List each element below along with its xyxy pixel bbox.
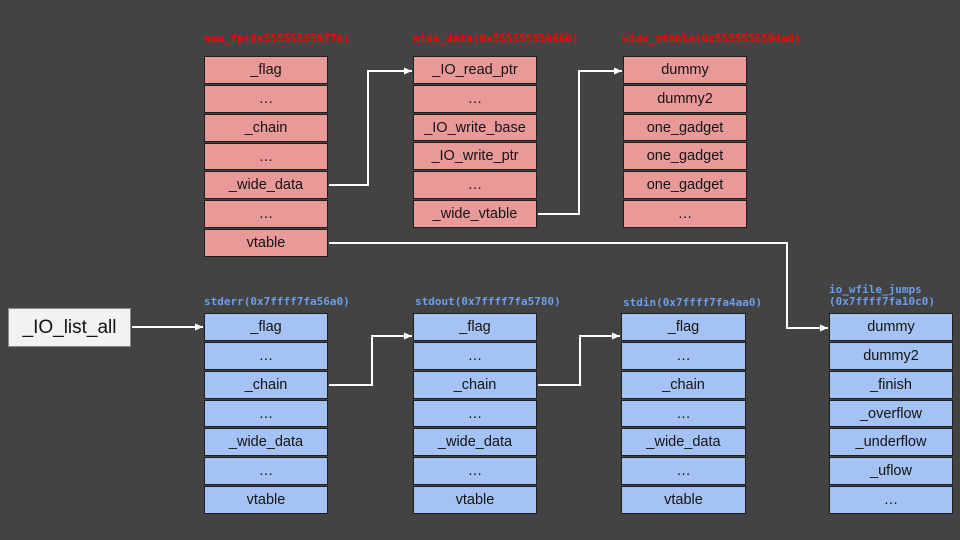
table-cell: _chain <box>413 370 537 399</box>
table-cell: _flag <box>204 56 328 84</box>
io-list-all-label: _IO_list_all <box>22 316 117 338</box>
table-cell: … <box>413 457 537 486</box>
table-wide-data: _IO_read_ptr … _IO_write_base _IO_write_… <box>413 56 537 228</box>
table-cell: dummy <box>829 313 953 341</box>
table-cell: dummy2 <box>623 84 747 113</box>
table-cell: _flag <box>204 313 328 341</box>
table-cell: … <box>621 341 746 370</box>
table-title-stdout: stdout(0x7ffff7fa5780) <box>415 295 561 308</box>
table-stderr: _flag … _chain … _wide_data … vtable <box>204 313 328 515</box>
arrow-stderr-chain-to-stdout-flag <box>329 332 412 386</box>
table-cell: _underflow <box>829 428 953 457</box>
table-cell: _IO_read_ptr <box>413 56 537 84</box>
table-title-io-wfile-jumps-line2: (0x7ffff7fa10c0) <box>829 295 935 308</box>
table-cell: dummy2 <box>829 341 953 370</box>
table-cell: … <box>204 84 328 113</box>
table-cell: _chain <box>204 370 328 399</box>
table-cell: … <box>204 457 328 486</box>
table-stdin: _flag … _chain … _wide_data … vtable <box>621 313 746 515</box>
table-stdout: _flag … _chain … _wide_data … vtable <box>413 313 537 515</box>
io-list-all-box: _IO_list_all <box>8 308 131 347</box>
arrow-new-fp-vtable-to-io-wfile-jumps <box>329 242 828 332</box>
table-cell: _wide_data <box>204 428 328 457</box>
table-title-wide-vtable: wide_vtable(0x5555555594a0) <box>622 32 801 45</box>
table-title-wide-data: wide_data(0x555555559660) <box>413 32 579 45</box>
arrow-stdout-chain-to-stdin-flag <box>538 332 620 386</box>
table-title-new-fp: new_fp(0x555555559770) <box>204 32 350 45</box>
table-cell: _uflow <box>829 457 953 486</box>
table-cell: _wide_data <box>621 428 746 457</box>
table-cell: vtable <box>621 486 746 515</box>
table-cell: … <box>621 399 746 428</box>
table-cell: … <box>413 399 537 428</box>
table-cell: one_gadget <box>623 113 747 142</box>
table-cell: _chain <box>204 113 328 142</box>
table-title-stderr: stderr(0x7ffff7fa56a0) <box>204 295 350 308</box>
table-cell: dummy <box>623 56 747 84</box>
table-cell: … <box>413 171 537 200</box>
table-cell: _IO_write_ptr <box>413 142 537 171</box>
table-cell: … <box>829 486 953 515</box>
table-cell: vtable <box>204 229 328 258</box>
table-cell: _chain <box>621 370 746 399</box>
table-cell: _flag <box>621 313 746 341</box>
arrow-wide-data-wide-vtable-to-wide-vtable <box>538 67 622 215</box>
arrow-new-fp-wide-data-to-wide-data <box>329 67 412 186</box>
table-wide-vtable: dummy dummy2 one_gadget one_gadget one_g… <box>623 56 747 228</box>
table-cell: _finish <box>829 370 953 399</box>
table-cell: … <box>204 399 328 428</box>
table-cell: vtable <box>204 486 328 515</box>
table-title-io-wfile-jumps: io_wfile_jumps (0x7ffff7fa10c0) <box>829 284 935 308</box>
table-title-io-wfile-jumps-line1: io_wfile_jumps <box>829 283 922 296</box>
table-cell: one_gadget <box>623 171 747 200</box>
table-cell: _wide_data <box>204 171 328 200</box>
table-cell: _IO_write_base <box>413 113 537 142</box>
table-cell: _flag <box>413 313 537 341</box>
table-cell: _wide_data <box>413 428 537 457</box>
table-new-fp: _flag … _chain … _wide_data … vtable <box>204 56 328 258</box>
table-cell: … <box>204 200 328 229</box>
table-cell: … <box>413 84 537 113</box>
table-title-stdin: stdin(0x7ffff7fa4aa0) <box>623 296 763 309</box>
table-cell: … <box>204 142 328 171</box>
table-cell: vtable <box>413 486 537 515</box>
table-cell: … <box>413 341 537 370</box>
table-cell: _overflow <box>829 399 953 428</box>
table-cell: _wide_vtable <box>413 200 537 228</box>
table-io-wfile-jumps: dummy dummy2 _finish _overflow _underflo… <box>829 313 953 515</box>
table-cell: … <box>204 341 328 370</box>
table-cell: one_gadget <box>623 142 747 171</box>
table-cell: … <box>621 457 746 486</box>
table-cell: … <box>623 200 747 228</box>
